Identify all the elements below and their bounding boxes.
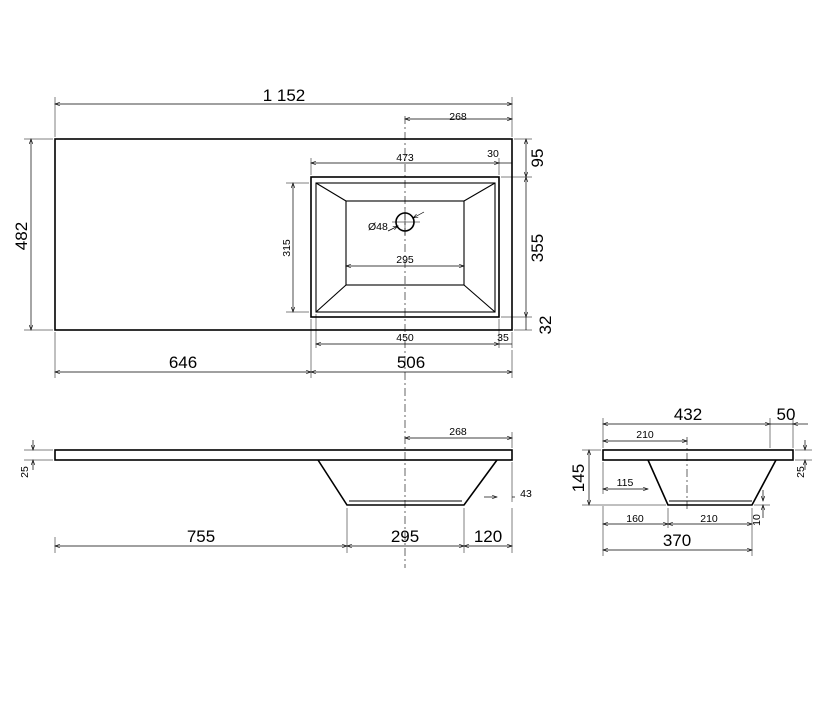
front-left-length-label: 755 — [187, 527, 215, 546]
overall-width-label: 1 152 — [263, 86, 306, 105]
front-view-slab — [54, 449, 513, 461]
side-total-depth-label: 432 — [674, 405, 702, 424]
side-height-label: 145 — [569, 464, 588, 492]
drain-offset-top-label: 268 — [449, 111, 467, 123]
bowl-slope-edge — [315, 284, 347, 313]
bowl-inner-depth-label: 315 — [281, 239, 293, 257]
front-view-bowl — [317, 459, 498, 506]
side-view-bowl — [647, 459, 777, 506]
side-inner-offset-label: 115 — [617, 477, 634, 489]
front-drain-offset-label: 268 — [449, 426, 467, 438]
side-drain-offset-label: 210 — [636, 429, 654, 441]
bowl-top-margin-label: 95 — [528, 149, 547, 168]
bowl-outer-depth-label: 355 — [528, 234, 547, 262]
drain-leader — [412, 211, 425, 219]
side-floor-thickness-label: 10 — [751, 514, 763, 526]
front-right-length-label: 120 — [474, 527, 502, 546]
bowl-right-margin-bottom-label: 35 — [497, 332, 509, 344]
front-view: 268 25 43 755 295 120 — [19, 426, 532, 553]
drain-leader — [387, 225, 399, 232]
front-wall-offset-label: 43 — [520, 488, 532, 500]
overall-depth-label: 482 — [12, 222, 31, 250]
drain-diameter-label: Ø48 — [368, 221, 388, 233]
bowl-slope-edge — [463, 182, 496, 202]
side-floor-width-label: 210 — [700, 513, 718, 525]
right-section-label: 506 — [397, 353, 425, 372]
side-view: 432 50 210 145 25 115 10 160 210 — [569, 405, 812, 556]
left-counter-label: 646 — [169, 353, 197, 372]
front-floor-width-label: 295 — [391, 527, 419, 546]
side-bowl-width-label: 370 — [663, 531, 691, 550]
side-slab-thickness-label: 25 — [795, 466, 807, 478]
side-back-depth-label: 50 — [777, 405, 796, 424]
bowl-outer-width-label: 473 — [396, 152, 414, 164]
top-view-slab-outline — [54, 138, 513, 331]
bowl-slope-edge — [463, 284, 496, 313]
side-view-slab — [602, 449, 794, 461]
bowl-width-label: 450 — [396, 332, 414, 344]
side-front-offset-label: 160 — [626, 513, 644, 525]
bowl-slope-edge — [315, 182, 347, 202]
bowl-right-margin-label: 30 — [487, 148, 499, 160]
top-view: Ø48 1 152 268 473 30 482 315 — [12, 86, 555, 378]
front-slab-thickness-label: 25 — [19, 466, 31, 478]
bowl-bottom-margin-label: 32 — [536, 316, 555, 335]
bowl-inner-rim — [315, 182, 496, 313]
